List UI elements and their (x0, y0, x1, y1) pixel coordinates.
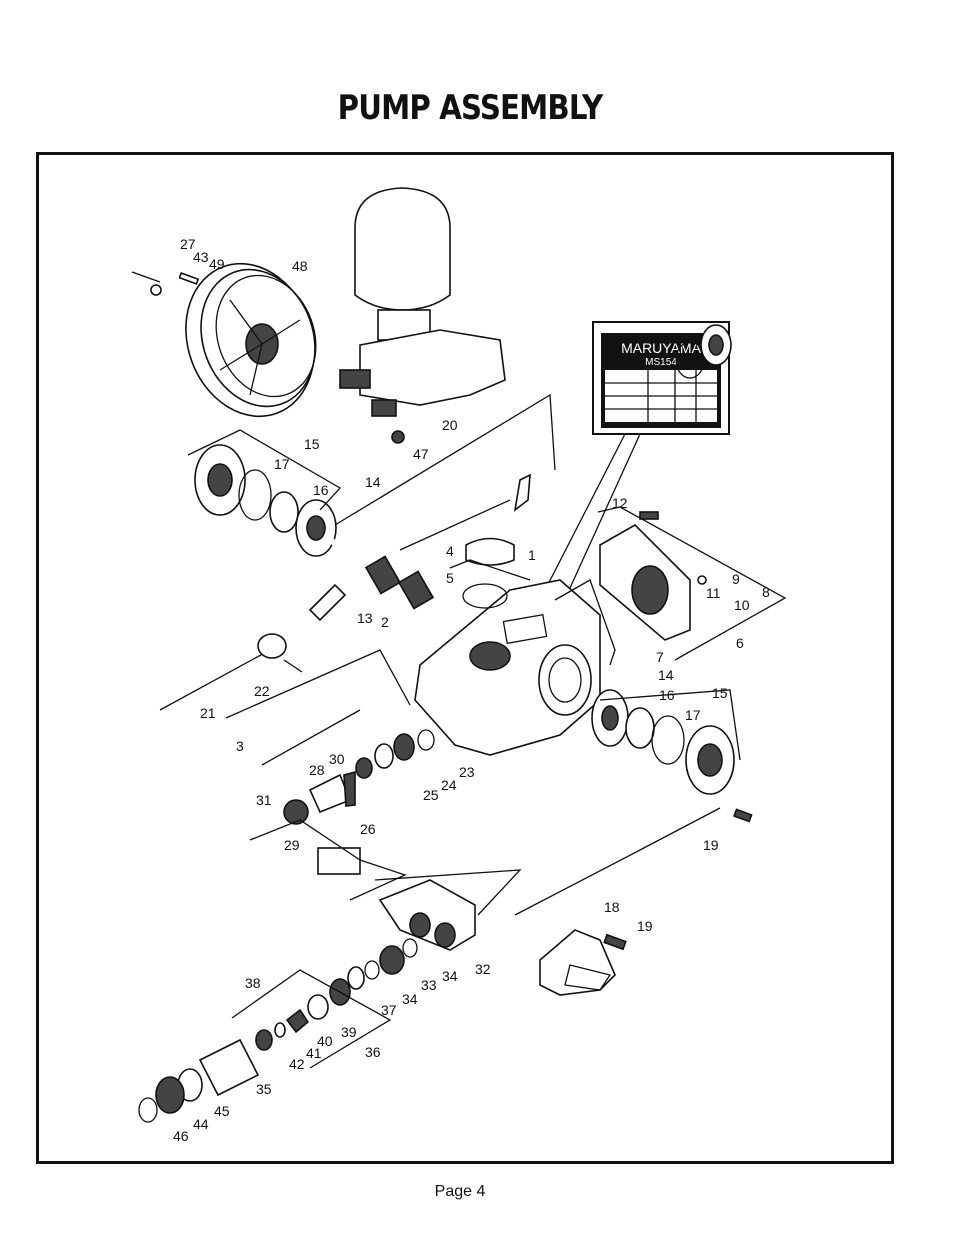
callout-22: 22 (254, 683, 270, 699)
callout-17-left: 17 (274, 456, 290, 472)
callout-14-left: 14 (365, 474, 381, 490)
callout-40: 40 (317, 1033, 333, 1049)
callout-19-right: 19 (703, 837, 719, 853)
plunger-parts-drawing (283, 729, 435, 875)
callout-33: 33 (421, 977, 437, 993)
cover-drawing (539, 929, 627, 996)
left-bearing-set-drawing (194, 444, 337, 557)
callout-14-right: 14 (658, 667, 674, 683)
pulley-drawing (131, 262, 317, 418)
callout-3: 3 (236, 738, 244, 754)
diagram-frame (36, 152, 894, 1164)
nameplate: MARUYAMA MS154 (539, 321, 730, 611)
callout-15-right: 15 (712, 685, 728, 701)
callout-42: 42 (289, 1056, 305, 1072)
callout-11: 11 (706, 585, 721, 601)
callout-24: 24 (441, 777, 457, 793)
callout-6: 6 (736, 635, 744, 651)
callout-25: 25 (423, 787, 439, 803)
callout-39: 39 (341, 1024, 357, 1040)
callout-21: 21 (200, 705, 216, 721)
callout-34-upper: 34 (442, 968, 458, 984)
group-brackets (187, 393, 787, 1069)
callout-36: 36 (365, 1044, 381, 1060)
callout-48: 48 (292, 258, 308, 274)
callout-34-lower: 34 (402, 991, 418, 1007)
rear-cover-drawing (554, 324, 732, 666)
callout-45: 45 (214, 1103, 230, 1119)
callout-41: 41 (306, 1045, 322, 1061)
accumulator-drawing (339, 187, 506, 444)
crankcase-drawing (414, 537, 601, 756)
callout-8: 8 (762, 584, 770, 600)
page-title: PUMP ASSEMBLY (337, 88, 604, 128)
callout-2: 2 (381, 614, 389, 630)
plunger-rod-drawing (159, 633, 361, 766)
page-number: Page 4 (434, 1183, 486, 1200)
right-bearing-set-drawing (591, 689, 753, 823)
callout-43: 43 (193, 249, 209, 265)
callout-16-right: 16 (659, 687, 675, 703)
callout-20: 20 (442, 417, 458, 433)
callout-15-left: 15 (304, 436, 320, 452)
callout-7: 7 (656, 649, 664, 665)
callout-46: 46 (173, 1128, 189, 1144)
callout-1: 1 (528, 547, 536, 563)
callout-35: 35 (256, 1081, 272, 1097)
callout-10: 10 (734, 597, 750, 613)
callout-labels: 1 2 3 4 5 6 7 8 9 10 11 12 13 14 14 15 1… (173, 236, 770, 1144)
callout-9: 9 (732, 571, 740, 587)
callout-26: 26 (360, 821, 376, 837)
callout-32: 32 (475, 961, 491, 977)
callout-17-right: 17 (685, 707, 701, 723)
nameplate-brand: MARUYAMA (621, 340, 702, 356)
callout-37: 37 (381, 1002, 397, 1018)
callout-5: 5 (446, 570, 454, 586)
callout-44: 44 (193, 1116, 209, 1132)
callout-18: 18 (604, 899, 620, 915)
callout-13: 13 (357, 610, 373, 626)
callout-19-cover: 19 (637, 918, 653, 934)
callout-4: 4 (446, 543, 454, 559)
callout-47: 47 (413, 446, 429, 462)
callout-28: 28 (309, 762, 325, 778)
crankshaft-drawing (308, 473, 531, 628)
callout-16-left: 16 (313, 482, 329, 498)
callout-23: 23 (459, 764, 475, 780)
manifold-drawing (138, 879, 476, 1123)
callout-30: 30 (329, 751, 345, 767)
callout-31: 31 (256, 792, 272, 808)
callout-29: 29 (284, 837, 300, 853)
callout-49: 49 (209, 256, 225, 272)
callout-38: 38 (245, 975, 261, 991)
callout-12: 12 (612, 495, 628, 511)
nameplate-model: MS154 (645, 357, 677, 368)
callout-27: 27 (180, 236, 196, 252)
